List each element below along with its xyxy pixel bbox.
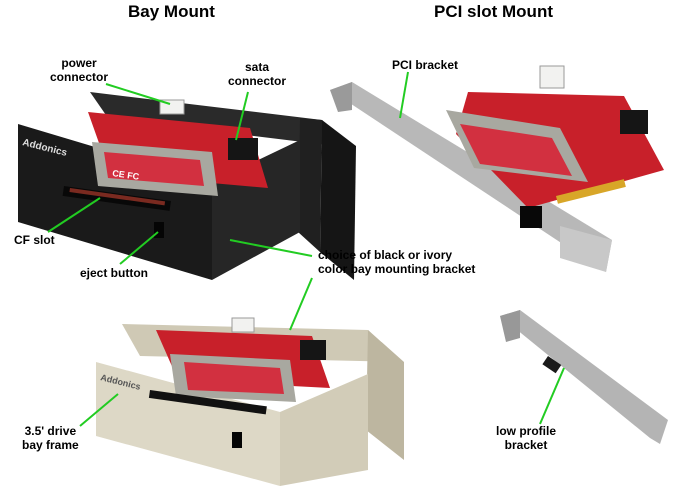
callout-drive-bay-frame — [79, 393, 119, 427]
drive-bay-frame-label: 3.5' drive bay frame — [22, 424, 79, 452]
bay-bracket-label-line2: color bay mounting bracket — [318, 262, 476, 276]
callout-cf-slot — [47, 197, 101, 233]
callout-pci-bracket — [399, 71, 409, 119]
callout-sata-connector — [235, 91, 249, 141]
callout-eject-button — [119, 231, 159, 265]
callout-bay-bracket-ivory — [289, 277, 313, 331]
callout-power-connector — [105, 83, 171, 105]
low-profile-label-line1: low profile — [496, 424, 556, 438]
drive-bay-frame-label-line2: bay frame — [22, 438, 79, 452]
callout-low-profile — [539, 367, 565, 425]
pci-mount-title: PCI slot Mount — [434, 2, 553, 21]
bay-bracket-label-line1: choice of black or ivory — [318, 248, 453, 262]
cf-slot-label: CF slot — [14, 233, 55, 247]
low-profile-bracket — [500, 310, 668, 444]
drive-bay-frame-label-line1: 3.5' drive — [24, 424, 77, 438]
callout-bay-bracket-black — [229, 239, 313, 257]
power-connector-label: power connector — [50, 56, 108, 84]
cf-card-marking: CE FC — [112, 168, 141, 182]
pci-mount — [330, 65, 664, 272]
power-connector-label-line1: power — [61, 56, 97, 70]
callout-lines — [47, 71, 565, 427]
black-bay-mount — [18, 92, 356, 280]
ivory-bay-mount — [96, 317, 404, 486]
eject-button-label: eject button — [80, 266, 148, 280]
bay-bracket-label: choice of black or ivory color bay mount… — [318, 248, 475, 276]
sata-connector-label: sata connector — [228, 60, 286, 88]
sata-connector-label-line2: connector — [228, 74, 287, 88]
bay-mount-title: Bay Mount — [128, 2, 215, 21]
low-profile-label: low profile bracket — [496, 424, 556, 452]
ivory-bracket-faceplate — [96, 362, 280, 486]
pci-bracket-label: PCI bracket — [392, 58, 459, 72]
power-connector-label-line2: connector — [50, 70, 109, 84]
sata-connector-label-line1: sata — [244, 60, 270, 74]
low-profile-label-line2: bracket — [504, 438, 548, 452]
